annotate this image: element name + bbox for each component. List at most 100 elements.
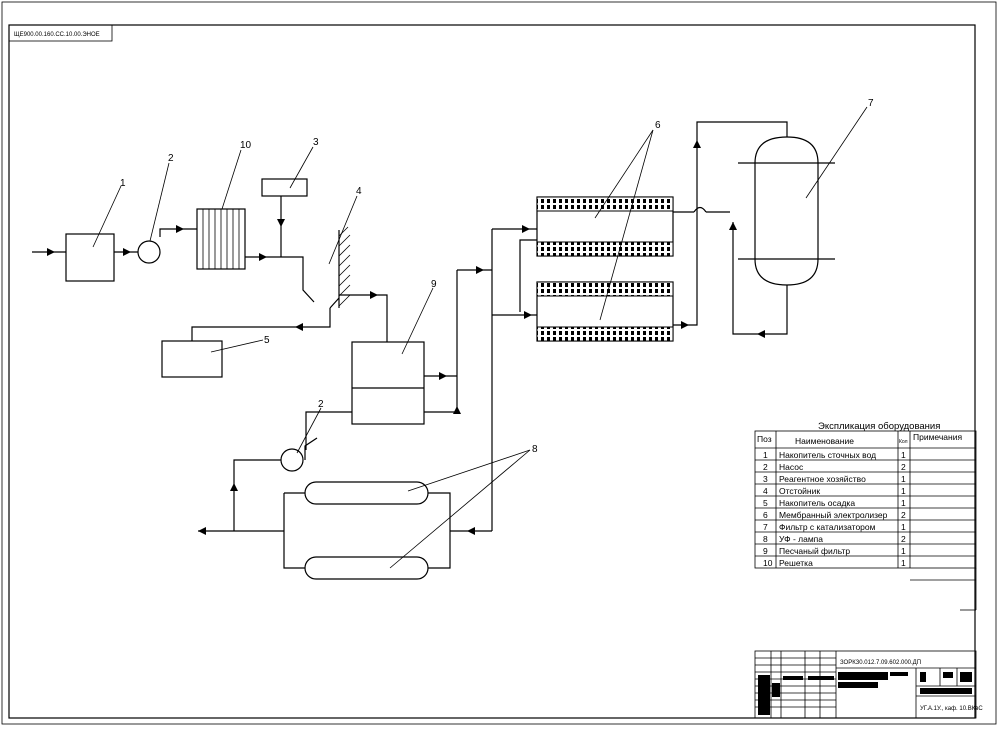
membrane-electrolyzer	[536, 196, 674, 257]
arrow-head-icon	[47, 248, 55, 256]
row-qty: 1	[901, 558, 906, 568]
table-row: 4 Отстойник 1	[763, 486, 906, 496]
table-row: 6 Мембранный электролизер 2	[763, 510, 906, 520]
arrow-head-icon	[277, 219, 285, 227]
explication-title: Экспликация оборудования	[818, 421, 940, 432]
arrow-head-icon	[693, 140, 701, 148]
explication-table: Экспликация оборудования Поз Наименовани…	[754, 421, 977, 611]
arrow-head-icon	[453, 406, 461, 414]
row-pos: 6	[763, 510, 768, 520]
row-qty: 1	[901, 486, 906, 496]
sludge-accumulator	[161, 340, 223, 378]
row-qty: 1	[901, 450, 906, 460]
pump-icon	[280, 448, 304, 472]
header-qty: Кол	[899, 439, 908, 445]
row-qty: 2	[901, 534, 906, 544]
label-2: 2	[168, 153, 174, 164]
uv-lamp	[304, 481, 429, 505]
catalyst-filter	[738, 136, 835, 286]
settler	[329, 226, 351, 309]
arrow-head-icon	[230, 483, 238, 491]
screen-grate-icon	[196, 208, 246, 270]
row-pos: 10	[763, 558, 773, 568]
table-row: 1 Накопитель сточных вод 1	[763, 450, 906, 460]
header-note: Примечания	[913, 432, 962, 442]
title-code: ЗОРКЗ0.012.7.09.602.000.ДП	[840, 660, 921, 666]
reagent-facility	[261, 178, 308, 197]
arrow-head-icon	[259, 253, 267, 261]
row-qty: 1	[901, 522, 906, 532]
row-qty: 2	[901, 510, 906, 520]
arrow-head-icon	[123, 248, 131, 256]
label-6: 6	[655, 120, 661, 131]
table-row: 9 Песчаный фильтр 1	[763, 546, 906, 556]
label-3: 3	[313, 137, 319, 148]
arrow-head-icon	[757, 330, 765, 338]
arrow-head-icon	[729, 222, 737, 230]
row-name: Песчаный фильтр	[779, 546, 850, 556]
row-qty: 1	[901, 474, 906, 484]
row-name: Насос	[779, 462, 804, 472]
wastewater-accumulator	[65, 233, 115, 282]
label-7: 7	[868, 98, 874, 109]
row-pos: 1	[763, 450, 768, 460]
label-9: 9	[431, 279, 437, 290]
row-name: Отстойник	[779, 486, 820, 496]
pipelines	[32, 121, 788, 569]
row-pos: 2	[763, 462, 768, 472]
row-name: Накопитель сточных вод	[779, 450, 876, 460]
arrow-head-icon	[681, 321, 689, 329]
title-block: ЗОРКЗ0.012.7.09.602.000.ДП УГ.А.1У., каф…	[754, 650, 983, 719]
row-name: Реагентное хозяйство	[779, 474, 866, 484]
membrane-electrolyzer	[536, 281, 674, 342]
uv-lamp	[304, 556, 429, 580]
header-pos: Поз	[757, 434, 772, 444]
title-small: УГ.А.1У., каф. 10.ВКвС	[920, 706, 983, 712]
arrow-head-icon	[439, 372, 447, 380]
row-pos: 8	[763, 534, 768, 544]
doc-code-box	[8, 24, 113, 42]
row-name: Фильтр с катализатором	[779, 522, 876, 532]
arrow-head-icon	[370, 291, 378, 299]
sand-filter	[351, 341, 425, 425]
row-pos: 5	[763, 498, 768, 508]
label-2b: 2	[318, 399, 324, 410]
arrow-head-icon	[198, 527, 206, 535]
arrow-head-icon	[295, 323, 303, 331]
row-name: Накопитель осадка	[779, 498, 855, 508]
row-qty: 1	[901, 546, 906, 556]
table-row: 10 Решетка 1	[763, 558, 906, 568]
label-5: 5	[264, 335, 270, 346]
inner-frame	[8, 24, 976, 719]
leader-lines	[92, 106, 868, 569]
row-pos: 3	[763, 474, 768, 484]
row-name: Мембранный электролизер	[779, 510, 888, 520]
label-1: 1	[120, 178, 126, 189]
table-row: 2 Насос 2	[763, 462, 906, 472]
arrow-head-icon	[522, 225, 530, 233]
table-row: 8 УФ - лампа 2	[763, 534, 906, 544]
label-4: 4	[356, 186, 362, 197]
label-10: 10	[240, 140, 252, 151]
arrow-head-icon	[176, 225, 184, 233]
flow-arrows	[47, 140, 765, 535]
table-rows: 1 Накопитель сточных вод 1 2 Насос 2 3 Реагентн…	[763, 450, 906, 568]
arrow-head-icon	[467, 527, 475, 535]
row-qty: 2	[901, 462, 906, 472]
position-numbers: 1 2 10 3 4 5 9 2 6 7 8	[120, 98, 874, 455]
arrow-head-icon	[476, 266, 484, 274]
row-name: УФ - лампа	[779, 534, 823, 544]
row-pos: 4	[763, 486, 768, 496]
doc-code-top: ЩЕ900.00.160.СС.10.00.ЭНОЕ	[14, 32, 100, 38]
row-pos: 9	[763, 546, 768, 556]
header-name: Наименование	[795, 436, 854, 446]
arrow-head-icon	[524, 311, 532, 319]
table-row: 3 Реагентное хозяйство 1	[763, 474, 906, 484]
row-name: Решетка	[779, 558, 813, 568]
label-8: 8	[532, 444, 538, 455]
